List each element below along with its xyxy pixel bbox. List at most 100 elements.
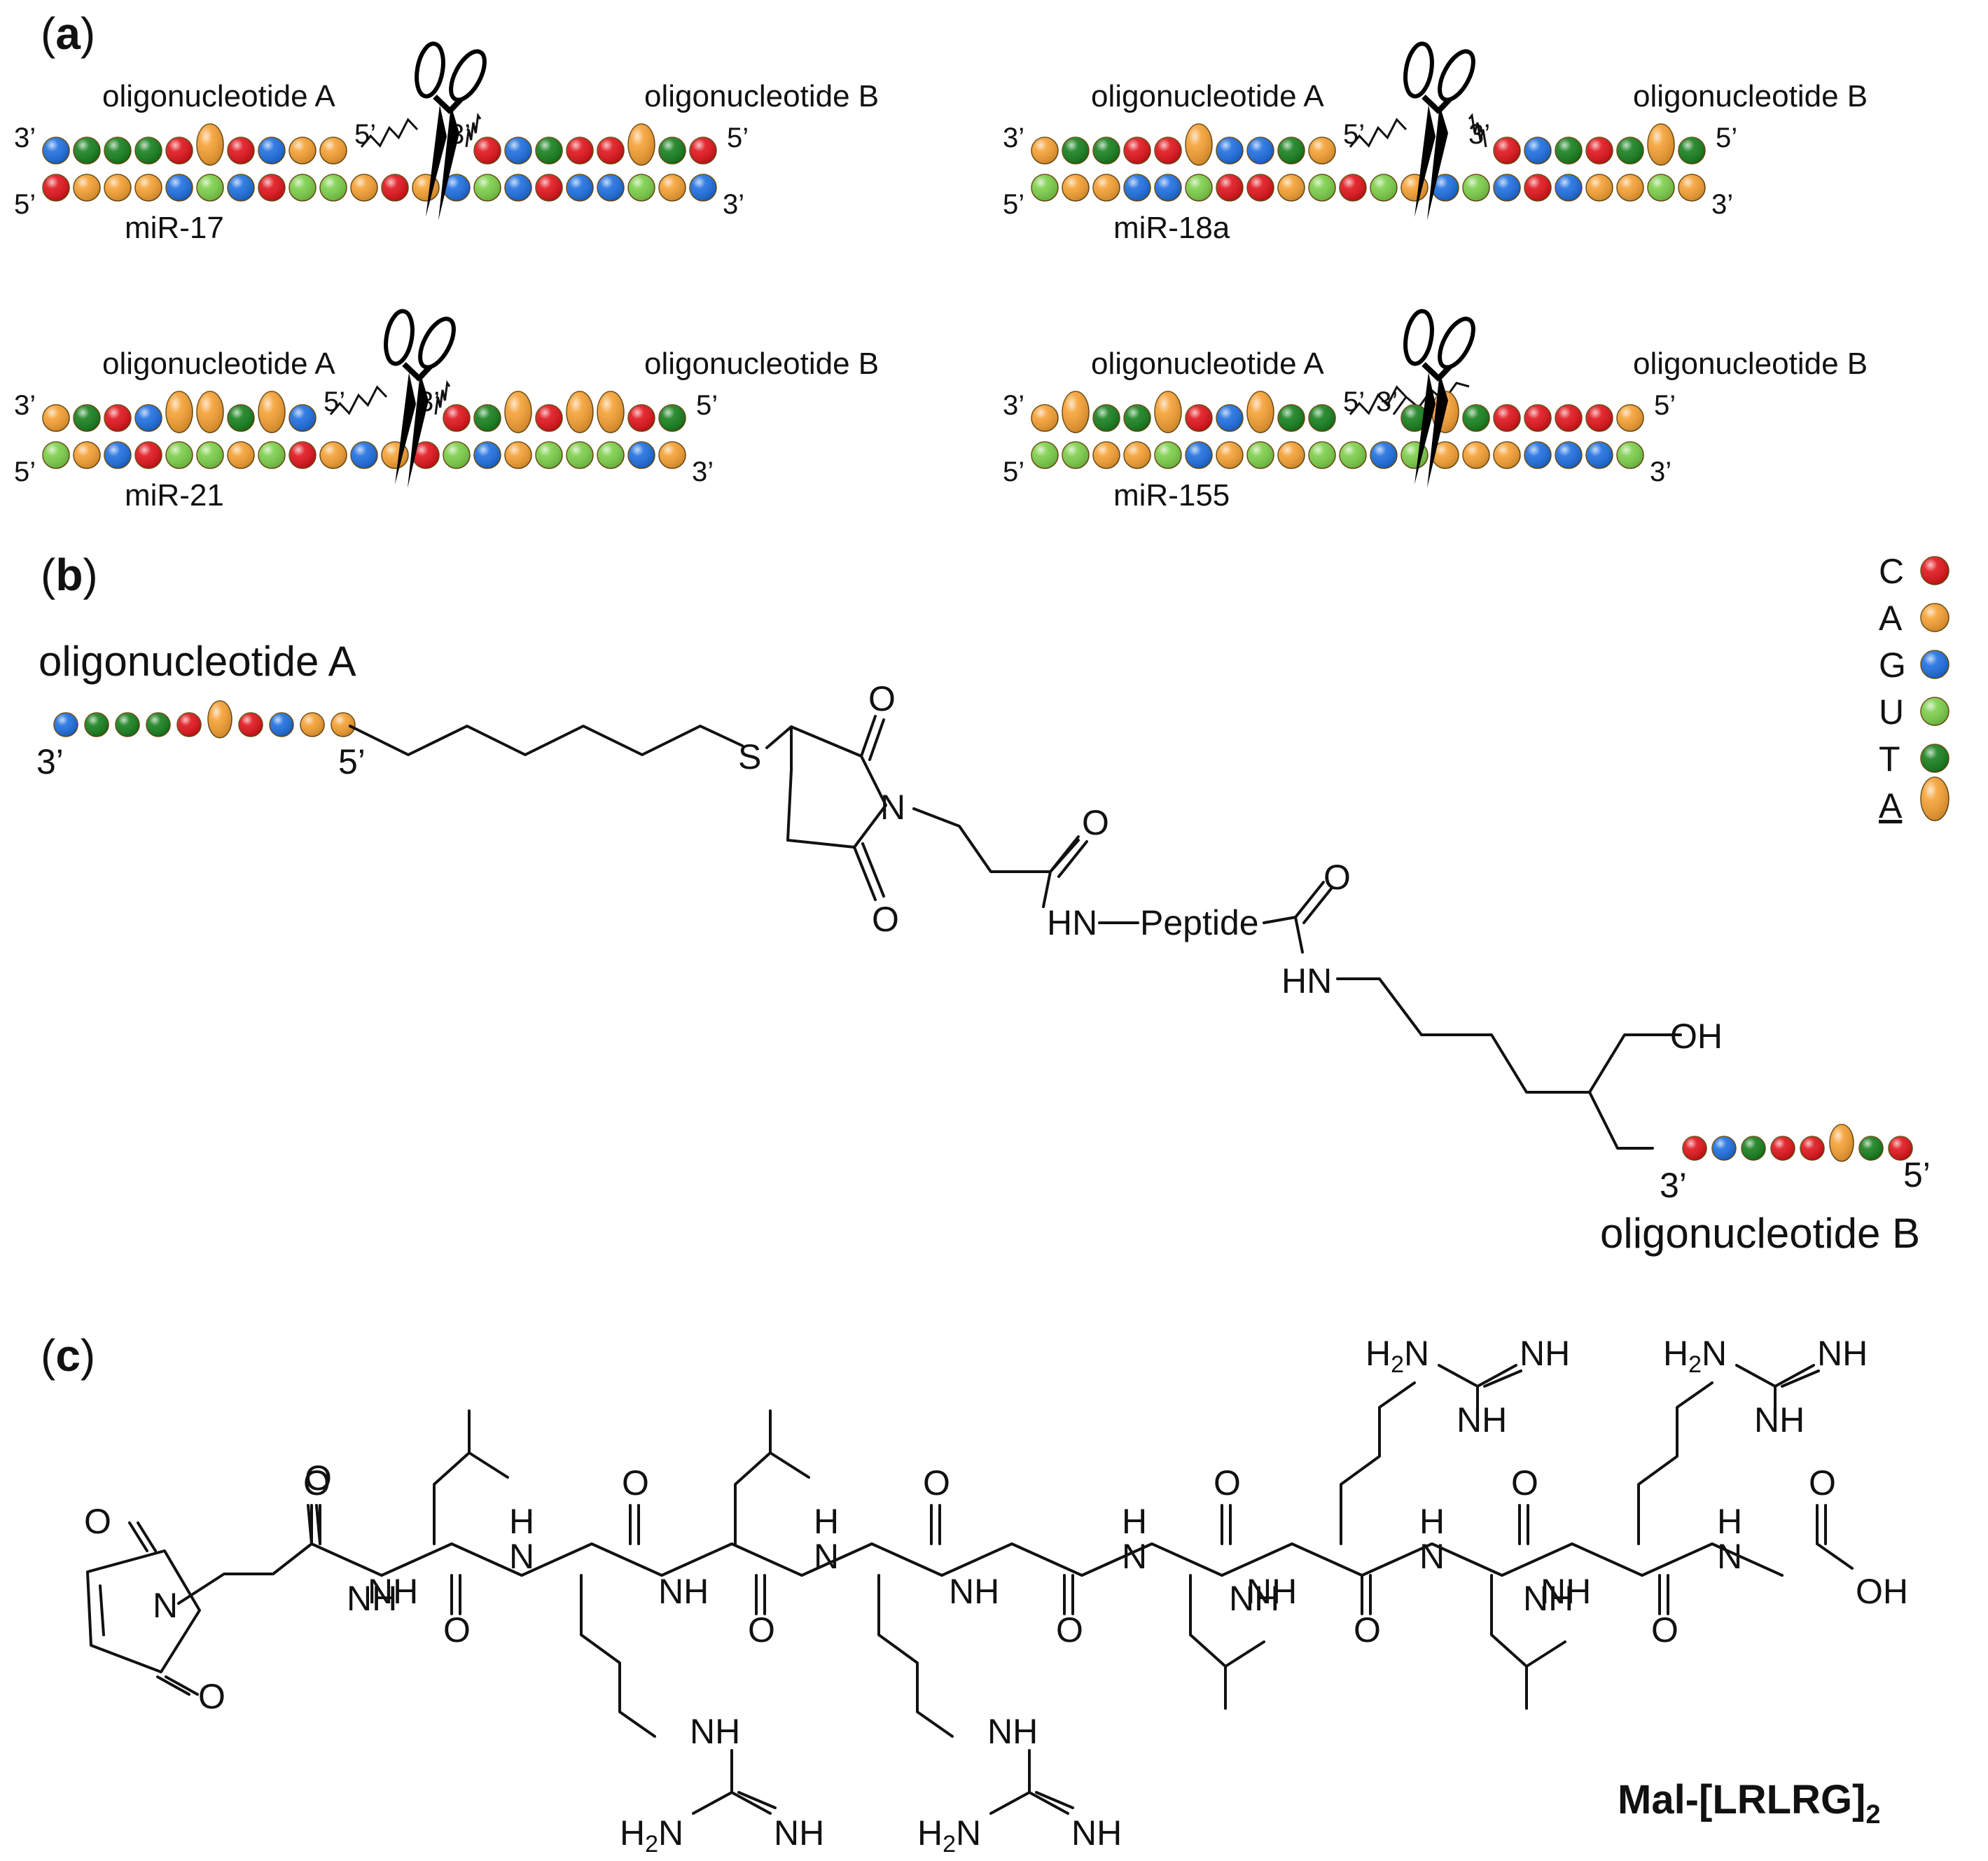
nucleotide-bead-t bbox=[535, 137, 563, 165]
linker-end-label: 5’ bbox=[354, 119, 376, 150]
nucleotide-bead-c bbox=[1920, 556, 1949, 585]
nucleotide-bead-u bbox=[258, 441, 286, 469]
nucleotide-bead-a bbox=[1920, 603, 1949, 632]
nucleotide-bead-c bbox=[42, 174, 70, 202]
carbonyl-oxygen: O bbox=[1214, 1463, 1241, 1503]
nucleotide-bead-t bbox=[115, 712, 140, 737]
nucleotide-bead-a bbox=[319, 137, 347, 165]
nucleotide-bead-a bbox=[504, 441, 532, 469]
nucleotide-bead-t bbox=[473, 404, 501, 432]
linker-a bbox=[360, 118, 419, 148]
carbonyl-oxygen: O bbox=[303, 1463, 331, 1503]
carbonyl-oxygen: O bbox=[1354, 1610, 1381, 1650]
nucleotide-bead-t bbox=[1092, 404, 1120, 432]
nucleotide-bead-t bbox=[146, 712, 171, 737]
nucleotide-bead-a bbox=[227, 441, 255, 469]
nucleotide-bead-a bbox=[42, 404, 70, 432]
oxygen-top: O bbox=[868, 679, 896, 718]
leucine-side-chain bbox=[734, 1409, 772, 1545]
strand-end-label: 3’ bbox=[14, 123, 36, 153]
arginine-side-chain bbox=[580, 1574, 656, 1738]
nucleotide-bead-g bbox=[627, 441, 655, 469]
nucleotide-bead-t bbox=[73, 404, 101, 432]
nucleotide-bead-u bbox=[1616, 441, 1644, 469]
nucleotide-bead-u bbox=[1647, 174, 1675, 202]
nucleotide-bead-g bbox=[473, 441, 501, 469]
nucleotide-bead-g bbox=[504, 137, 532, 165]
nucleotide-bead-g bbox=[53, 712, 78, 737]
strand-end-label: 3’ bbox=[692, 456, 714, 487]
nucleotide-bead-a_mod bbox=[165, 391, 193, 433]
nucleotide-bead-g bbox=[1524, 441, 1552, 469]
nucleotide-bead-g bbox=[1524, 137, 1552, 165]
nucleotide-bead-a bbox=[1308, 137, 1336, 165]
nucleotide-bead-g bbox=[1555, 174, 1583, 202]
oligo-b-label: oligonucleotide B bbox=[1633, 79, 1868, 113]
nucleotide-bead-g bbox=[1154, 174, 1182, 202]
nucleotide-bead-c bbox=[1555, 404, 1583, 432]
linker-end-label: 5’ bbox=[1343, 386, 1365, 417]
nucleotide-bead-c bbox=[289, 441, 317, 469]
nucleotide-bead-g bbox=[1216, 137, 1244, 165]
leucine-side-chain bbox=[1490, 1574, 1528, 1710]
nucleotide-bead-u bbox=[1920, 697, 1949, 726]
oxygen-amide-2: O bbox=[1323, 858, 1351, 897]
nucleotide-bead-a bbox=[1493, 441, 1521, 469]
arginine-side-chain bbox=[1340, 1381, 1416, 1545]
nucleotide-bead-c bbox=[176, 712, 202, 737]
nucleotide-bead-t bbox=[1678, 137, 1706, 165]
amide-n: N bbox=[1122, 1537, 1147, 1576]
nucleotide-bead-c bbox=[258, 174, 286, 202]
mirna-name: miR-155 bbox=[1113, 478, 1230, 513]
nucleotide-bead-u bbox=[443, 441, 471, 469]
guanidine-nh: NH bbox=[1754, 1400, 1805, 1440]
strand-end-label: 5’ bbox=[1716, 123, 1737, 153]
panel-b-oligo-b-5-end: 5’ bbox=[1903, 1155, 1931, 1194]
nucleotide-bead-a bbox=[300, 712, 325, 737]
maleimide-ring bbox=[86, 1549, 201, 1673]
amide-h: H bbox=[1122, 1502, 1147, 1541]
nucleotide-bead-t bbox=[73, 137, 101, 165]
nucleotide-bead-u bbox=[289, 174, 317, 202]
amide-n: N bbox=[814, 1537, 839, 1576]
nucleotide-bead-c bbox=[1216, 174, 1244, 202]
nucleotide-bead-a_mod bbox=[196, 391, 224, 433]
nucleotide-bead-t bbox=[1462, 404, 1490, 432]
nucleotide-bead-c bbox=[381, 174, 409, 202]
mirna-name: miR-17 bbox=[125, 211, 224, 245]
panel-a-duplexes: oligonucleotide A oligonucleotide B 3’ 5’ mi… bbox=[14, 41, 1868, 513]
nucleotide-bead-a bbox=[1031, 404, 1059, 432]
nucleotide-bead-a bbox=[73, 174, 101, 202]
nucleotide-bead-g bbox=[134, 404, 162, 432]
nucleotide-bead-a bbox=[1123, 441, 1151, 469]
nucleotide-bead-a bbox=[1585, 174, 1613, 202]
nucleotide-bead-g bbox=[504, 174, 532, 202]
linker-b bbox=[465, 112, 482, 148]
nucleotide-bead-a bbox=[1092, 441, 1120, 469]
oligo-a-label: oligonucleotide A bbox=[1091, 347, 1324, 381]
scissors-icon bbox=[1403, 41, 1475, 221]
nucleotide-bead-a bbox=[1616, 174, 1644, 202]
linker-end-label: 3’ bbox=[1376, 386, 1398, 417]
nucleotide-bead-c bbox=[1800, 1136, 1825, 1161]
maleimide-nitrogen: N bbox=[153, 1586, 178, 1625]
carbonyl-oxygen: O bbox=[1809, 1463, 1836, 1503]
amide-nh: NH bbox=[1229, 1579, 1279, 1618]
nucleotide-bead-c bbox=[1888, 1136, 1913, 1161]
scissors-icon bbox=[384, 309, 456, 488]
nucleotide-bead-g bbox=[597, 174, 625, 202]
nucleotide-bead-g bbox=[42, 137, 70, 165]
panel-b-oligo-b-3-end: 3’ bbox=[1660, 1166, 1687, 1205]
peptide-name-title: Mal-[LRLRG]2 bbox=[1618, 1777, 1881, 1829]
nucleotide-bead-u bbox=[1154, 441, 1182, 469]
nucleotide-bead-g bbox=[350, 441, 378, 469]
nucleotide-bead-g bbox=[289, 404, 317, 432]
guanidine-h2n: H2N bbox=[620, 1813, 683, 1857]
guanidine-imine: NH bbox=[1071, 1813, 1122, 1853]
nucleotide-bead-u bbox=[1462, 174, 1490, 202]
strand-end-label: 3’ bbox=[1003, 123, 1024, 153]
nucleotide-bead-u bbox=[627, 174, 655, 202]
nucleotide-bead-g bbox=[1370, 441, 1398, 469]
